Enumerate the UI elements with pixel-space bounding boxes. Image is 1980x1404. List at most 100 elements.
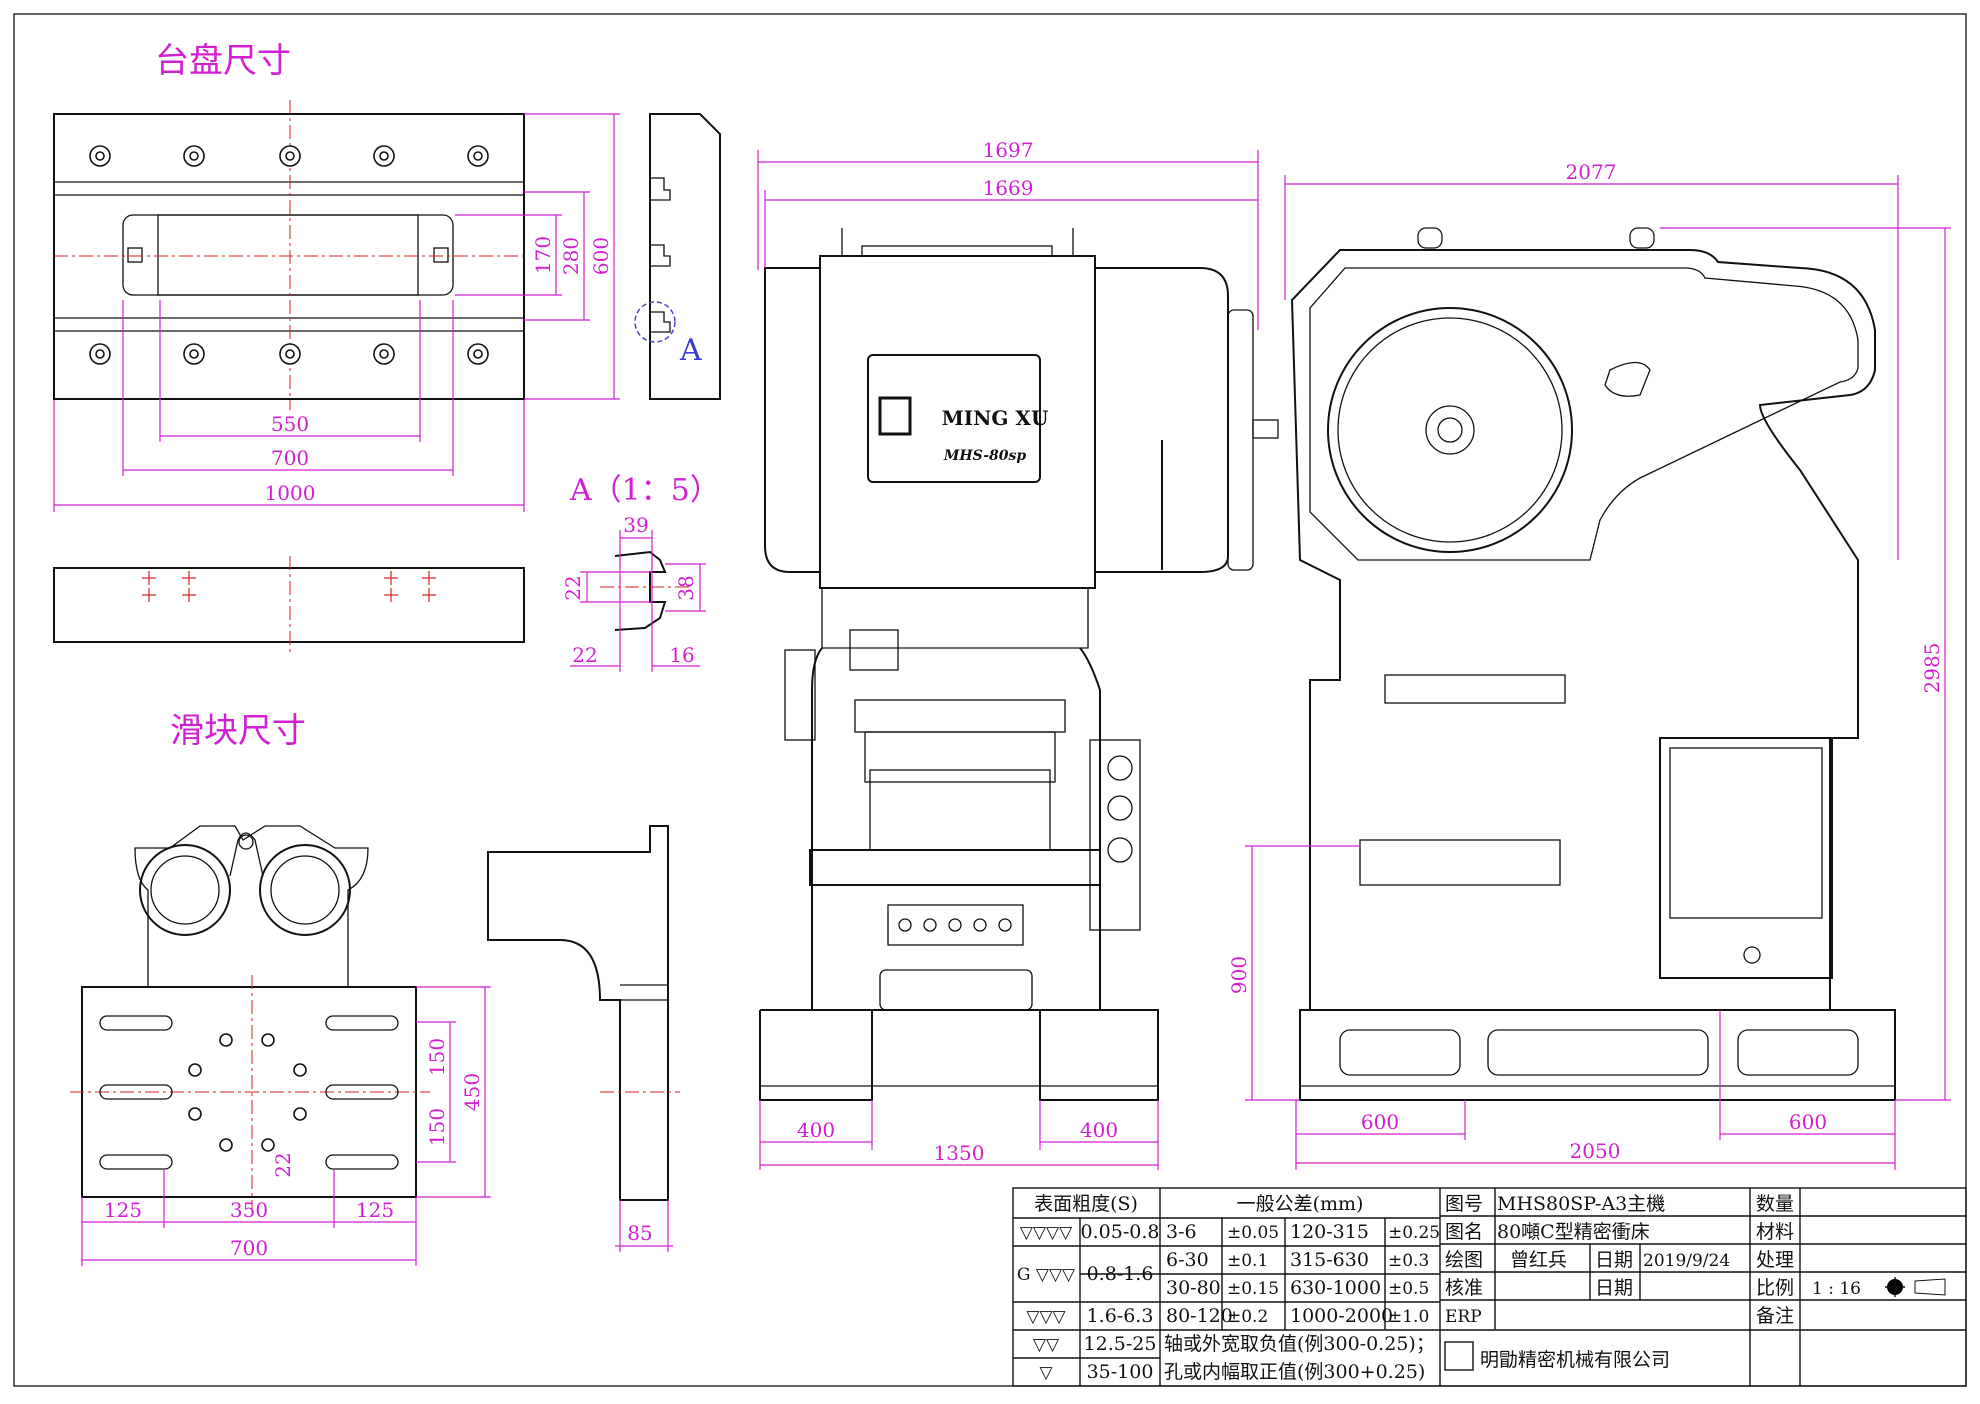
dim-600b: 600 bbox=[1789, 1110, 1827, 1134]
process-label: 处理 bbox=[1756, 1249, 1794, 1271]
remark-label: 备注 bbox=[1756, 1305, 1794, 1327]
brand-logo-text: MING XU bbox=[942, 406, 1049, 430]
name-label: 图名 bbox=[1445, 1221, 1483, 1243]
model-badge: MHS-80sp bbox=[943, 448, 1027, 464]
dim-125b: 125 bbox=[356, 1198, 394, 1222]
tol-r2-3: 630-1000 bbox=[1290, 1277, 1381, 1299]
drawing-no-label: 图号 bbox=[1445, 1193, 1483, 1215]
slide-t-slots bbox=[99, 1015, 399, 1170]
table-bolt-holes bbox=[89, 145, 489, 365]
detail-a-title: A（1：5） bbox=[569, 473, 720, 508]
roughness-value-2: 0.8-1.6 bbox=[1087, 1263, 1154, 1285]
front-dimensions: 1697 1669 400 400 1350 bbox=[757, 138, 1259, 1170]
tol-t2-4: ±1.0 bbox=[1388, 1307, 1429, 1327]
tol-t1-1: ±0.05 bbox=[1227, 1223, 1279, 1243]
title-block: 表面粗度(S) 一般公差(mm) ▽▽▽▽ 0.05-0.8 G ▽▽▽ 0.8… bbox=[1012, 1187, 1967, 1387]
date-label: 日期 bbox=[1595, 1249, 1633, 1271]
dim-900: 900 bbox=[1227, 956, 1251, 994]
roughness-value-4: 12.5-25 bbox=[1084, 1333, 1157, 1355]
note-hole: 孔或内幅取正值(例300+0.25) bbox=[1164, 1361, 1425, 1383]
table-side-section: A bbox=[634, 113, 721, 400]
tol-t1-3: ±0.15 bbox=[1227, 1279, 1279, 1299]
dim-38: 38 bbox=[674, 575, 698, 600]
roughness-symbol-1: ▽▽▽▽ bbox=[1020, 1223, 1073, 1243]
side-dimensions: 2077 2985 900 600 600 2050 bbox=[1227, 160, 1951, 1170]
tol-r1-1: 3-6 bbox=[1166, 1221, 1197, 1243]
projection-symbol-icon bbox=[1885, 1277, 1946, 1297]
slide-side-view: 85 bbox=[487, 825, 680, 1252]
dim-400b: 400 bbox=[1080, 1118, 1118, 1142]
scale-label: 比例 bbox=[1756, 1277, 1794, 1299]
erp-label: ERP bbox=[1445, 1307, 1482, 1327]
dim-2050: 2050 bbox=[1570, 1139, 1621, 1163]
dim-22a: 22 bbox=[561, 575, 585, 600]
tol-r1-4: 80-120 bbox=[1166, 1305, 1233, 1327]
dim-85: 85 bbox=[627, 1221, 652, 1245]
dim-700-slide: 700 bbox=[230, 1236, 268, 1260]
dim-600a: 600 bbox=[1361, 1110, 1399, 1134]
roughness-symbol-5: ▽ bbox=[1039, 1363, 1053, 1383]
qty-label: 数量 bbox=[1756, 1193, 1794, 1215]
company-logo-letter: M bbox=[1448, 1347, 1469, 1369]
tol-t1-4: ±0.2 bbox=[1227, 1307, 1268, 1327]
tol-r1-2: 6-30 bbox=[1166, 1249, 1209, 1271]
slide-dimensions: 150 150 450 22 125 350 125 700 bbox=[81, 986, 491, 1266]
dim-450: 450 bbox=[460, 1073, 484, 1111]
drawing-no: MHS80SP-A3主機 bbox=[1497, 1193, 1665, 1215]
dim-22: 22 bbox=[271, 1152, 295, 1177]
tol-t2-3: ±0.5 bbox=[1388, 1279, 1429, 1299]
table-view-title: 台盘尺寸 bbox=[155, 41, 291, 81]
drawn-label: 绘图 bbox=[1445, 1249, 1483, 1271]
dim-150b: 150 bbox=[425, 1108, 449, 1146]
slide-plan-view bbox=[70, 825, 430, 1210]
dim-2077: 2077 bbox=[1566, 160, 1617, 184]
sheet-border bbox=[13, 13, 1967, 1387]
roughness-value-3: 1.6-6.3 bbox=[1087, 1305, 1154, 1327]
dim-16: 16 bbox=[669, 643, 694, 667]
dim-39: 39 bbox=[623, 513, 648, 537]
tol-r2-1: 120-315 bbox=[1290, 1221, 1369, 1243]
table-dimensions: 550 700 1000 170 280 600 bbox=[53, 113, 620, 512]
dim-350: 350 bbox=[230, 1198, 268, 1222]
dim-22b: 22 bbox=[572, 643, 597, 667]
tol-r1-3: 30-80 bbox=[1166, 1277, 1221, 1299]
check-label: 核准 bbox=[1445, 1277, 1483, 1299]
table-plan-view bbox=[53, 100, 525, 410]
company-name: 明勖精密机械有限公司 bbox=[1480, 1349, 1670, 1371]
dim-1000: 1000 bbox=[265, 481, 316, 505]
scale-value: 1 : 16 bbox=[1812, 1279, 1861, 1299]
tolerance-header: 一般公差(mm) bbox=[1237, 1193, 1364, 1215]
dim-280: 280 bbox=[559, 237, 583, 275]
dim-1350: 1350 bbox=[934, 1141, 985, 1165]
dim-170: 170 bbox=[531, 236, 555, 274]
detail-a-marker: A bbox=[679, 333, 702, 368]
dim-400a: 400 bbox=[797, 1118, 835, 1142]
drawing-name: 80噸C型精密衝床 bbox=[1497, 1221, 1650, 1243]
roughness-value-5: 35-100 bbox=[1087, 1361, 1154, 1383]
company-logo bbox=[1444, 1341, 1474, 1371]
dim-150a: 150 bbox=[425, 1038, 449, 1076]
dim-2985: 2985 bbox=[1920, 643, 1944, 694]
tol-r2-4: 1000-2000 bbox=[1290, 1305, 1393, 1327]
tol-t2-2: ±0.3 bbox=[1388, 1251, 1429, 1271]
roughness-symbol-3: ▽▽▽ bbox=[1026, 1307, 1066, 1327]
roughness-value-1: 0.05-0.8 bbox=[1081, 1221, 1160, 1243]
drawing-date: 2019/9/24 bbox=[1643, 1251, 1730, 1271]
check-date-label: 日期 bbox=[1595, 1277, 1633, 1299]
dim-600: 600 bbox=[589, 237, 613, 275]
detail-a-view: 39 22 38 22 16 bbox=[561, 513, 706, 672]
dim-700: 700 bbox=[271, 446, 309, 470]
dim-125a: 125 bbox=[104, 1198, 142, 1222]
tol-r2-2: 315-630 bbox=[1290, 1249, 1369, 1271]
roughness-header: 表面粗度(S) bbox=[1034, 1193, 1138, 1215]
material-label: 材料 bbox=[1756, 1221, 1794, 1243]
dim-550: 550 bbox=[271, 412, 309, 436]
roughness-symbol-2: G ▽▽▽ bbox=[1017, 1265, 1076, 1285]
roughness-symbol-4: ▽▽ bbox=[1033, 1335, 1060, 1355]
side-view bbox=[1290, 227, 1896, 1101]
dim-1697: 1697 bbox=[983, 138, 1034, 162]
note-shaft: 轴或外宽取负值(例300-0.25)； bbox=[1164, 1333, 1435, 1355]
tol-t2-1: ±0.25 bbox=[1388, 1223, 1440, 1243]
